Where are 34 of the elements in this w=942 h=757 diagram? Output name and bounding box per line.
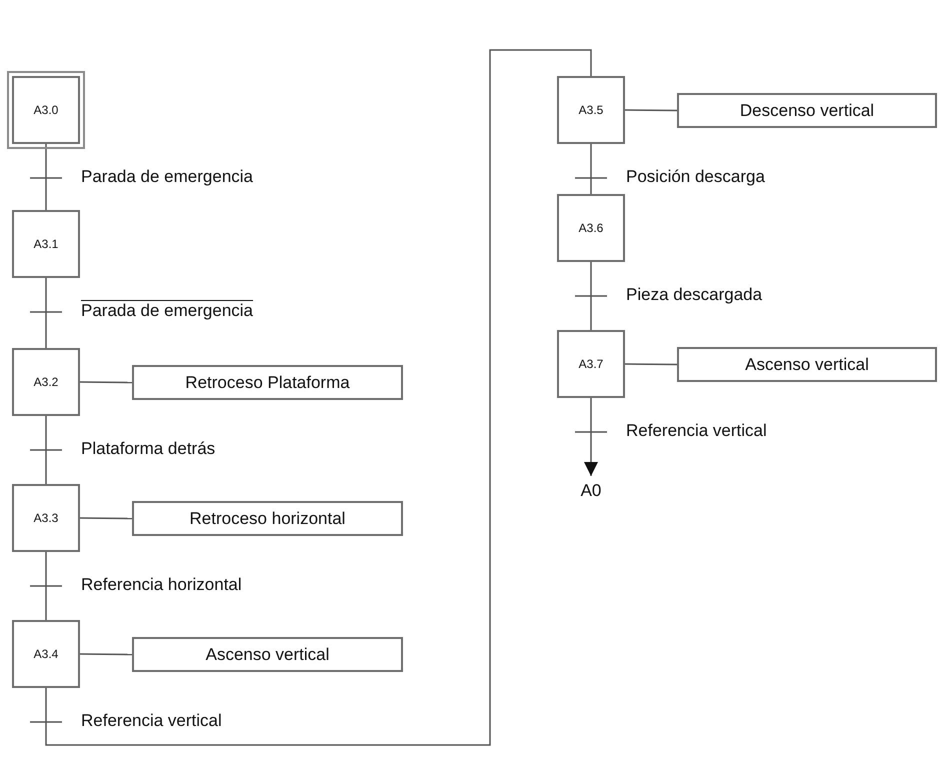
action-box: Ascenso vertical (132, 637, 403, 672)
transition-condition: Posición descarga (626, 167, 765, 187)
connector-line (45, 416, 47, 484)
connector-line (45, 278, 47, 348)
action-box: Ascenso vertical (677, 347, 937, 382)
connector-line (80, 381, 132, 384)
action-box: Retroceso Plataforma (132, 365, 403, 400)
transition-condition: Referencia horizontal (81, 575, 242, 595)
transition-condition: Referencia vertical (81, 711, 222, 731)
connector-line (625, 109, 677, 112)
arrow (584, 398, 598, 476)
transition-condition: Parada de emergencia (81, 167, 254, 187)
step-box: A3.7 (557, 330, 625, 398)
connector-line (45, 552, 47, 620)
step-reference-label: A0 (579, 480, 603, 502)
step-box: A3.3 (12, 484, 80, 552)
step-box: A3.5 (557, 76, 625, 144)
connector-line (45, 144, 47, 210)
action-box: Descenso vertical (677, 93, 937, 128)
connector-line (80, 653, 132, 656)
step-box: A3.1 (12, 210, 80, 278)
connector-line (590, 144, 592, 194)
transition-condition: Referencia vertical (626, 421, 767, 441)
connector-line (625, 363, 677, 366)
action-box: Retroceso horizontal (132, 501, 403, 536)
transition-condition: Pieza descargada (626, 285, 762, 305)
connector-line (45, 49, 592, 746)
transition-condition: Plataforma detrás (81, 439, 216, 459)
step-box: A3.2 (12, 348, 80, 416)
transition-condition: Parada de emergencia (81, 301, 254, 321)
connector-line (80, 517, 132, 520)
connector-line (590, 262, 592, 330)
step-box: A3.4 (12, 620, 80, 688)
step-box: A3.6 (557, 194, 625, 262)
